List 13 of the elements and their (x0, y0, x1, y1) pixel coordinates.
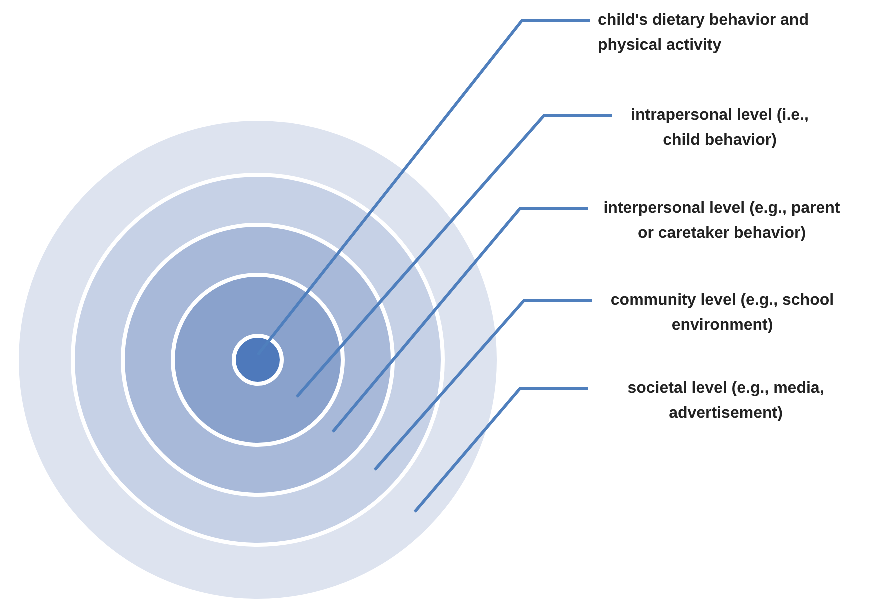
ring-circle (121, 223, 395, 497)
level-label: interpersonal level (e.g., parent or caretaker behavior) (596, 196, 848, 246)
level-label: societal level (e.g., media, advertisement) (596, 376, 856, 426)
leader-line (296, 114, 612, 398)
level-label: child's dietary behavior and physical activity (598, 8, 868, 58)
ring-circle (71, 173, 445, 547)
leader-line (374, 300, 592, 471)
level-label: intrapersonal level (i.e., child behavior) (620, 103, 820, 153)
ring-circle (171, 273, 345, 447)
leader-line (332, 208, 588, 433)
leader-line (414, 388, 588, 513)
level-label: community level (e.g., school environment) (600, 288, 845, 338)
leader-line (256, 20, 590, 356)
